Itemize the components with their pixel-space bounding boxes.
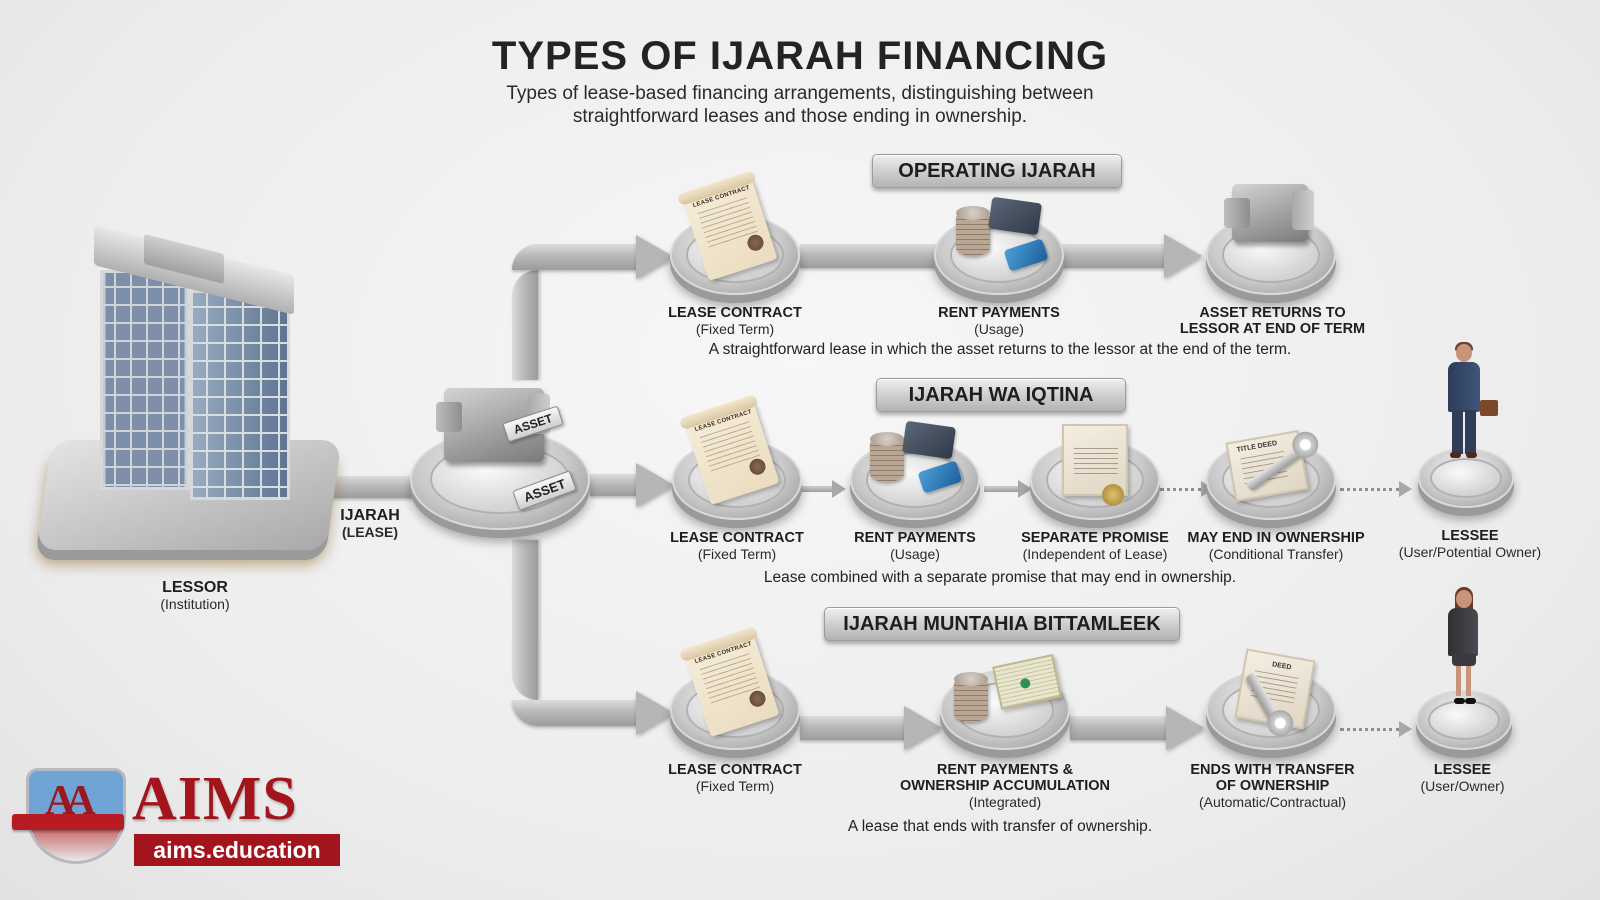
dotted-arrow-row2-step3-to-step4 [1160, 481, 1214, 497]
arrowhead-row1-step3 [1164, 234, 1202, 278]
row2-gold-seal-icon [1102, 484, 1124, 506]
row3-description: A lease that ends with transfer of owner… [847, 818, 1153, 835]
row3-step3-label: ENDS WITH TRANSFER OF OWNERSHIP (Automat… [1190, 762, 1355, 810]
arrowhead-row3-step2 [904, 706, 942, 750]
row1-description: A straightforward lease in which the ass… [708, 341, 1292, 358]
subtitle-line-1: Types of lease-based financing arrangeme… [506, 83, 1094, 104]
row3-lessee-businesswoman-icon [1442, 587, 1486, 710]
track-branch-row1 [512, 244, 640, 270]
row3-step2-label: RENT PAYMENTS & OWNERSHIP ACCUMULATION (… [900, 762, 1110, 810]
row2-lessee-businessman-icon [1442, 342, 1498, 464]
arrowhead-row3-step3 [1166, 706, 1204, 750]
aims-wordmark: AIMS [132, 765, 298, 833]
track-branch-row3 [512, 700, 640, 726]
row2-coins-icon [870, 432, 904, 482]
row1-credit-card-icon [988, 196, 1042, 236]
row1-coins-icon [956, 206, 990, 256]
row2-step3-label: SEPARATE PROMISE (Independent of Lease) [1021, 530, 1169, 562]
row2-step1-label: LEASE CONTRACT (Fixed Term) [670, 530, 804, 562]
track-asset-to-row2 [590, 474, 640, 496]
lessor-label: LESSOR (Institution) [160, 579, 230, 613]
arrowhead-row1 [636, 235, 674, 279]
row3-coins-icon [954, 672, 988, 722]
row1-step2-label: RENT PAYMENTS (Usage) [938, 305, 1060, 337]
track-row1-step2-to-step3 [1060, 244, 1170, 268]
row1-title-plaque: OPERATING IJARAH [872, 154, 1122, 188]
dotted-arrow-row2-step4-to-lessee [1340, 481, 1412, 497]
track-row1-step1-to-step2 [800, 244, 940, 268]
track-row3-step2-to-step3 [1070, 716, 1170, 740]
row2-step5-lessee-label: LESSEE (User/Potential Owner) [1398, 528, 1542, 560]
ijarah-lease-label: IJARAH (LEASE) [340, 507, 400, 541]
subtitle-line-2: straightforward leases and those ending … [572, 106, 1028, 127]
dotted-arrow-row3-step3-to-lessee [1340, 721, 1412, 737]
track-vertical-trunk-lower [512, 540, 538, 700]
row1-step3-label: ASSET RETURNS TO LESSOR AT END OF TERM [1179, 305, 1366, 337]
arrowhead-row2 [636, 463, 674, 507]
aims-url-link[interactable]: aims.education [134, 834, 340, 866]
track-row3-step1-to-step2 [800, 716, 910, 740]
page-title: TYPES OF IJARAH FINANCING [491, 34, 1109, 78]
arrow-row2-step1-to-step2 [800, 480, 846, 498]
row3-step1-label: LEASE CONTRACT (Fixed Term) [668, 762, 802, 794]
row3-step4-lessee-label: LESSEE (User/Owner) [1420, 762, 1505, 794]
arrow-row2-step2-to-step3 [984, 480, 1032, 498]
row2-step4-label: MAY END IN OWNERSHIP (Conditional Transf… [1187, 530, 1365, 562]
row1-returned-asset-machine-icon [1224, 184, 1314, 242]
row2-step2-label: RENT PAYMENTS (Usage) [854, 530, 976, 562]
row3-title-plaque: IJARAH MUNTAHIA BITTAMLEEK [824, 607, 1180, 641]
row2-lessee-pedestal [1418, 448, 1514, 508]
row2-credit-card-icon [902, 420, 956, 460]
row2-description: Lease combined with a separate promise t… [763, 569, 1237, 586]
track-lessor-to-asset [318, 476, 428, 498]
lessor-building-icon [36, 225, 342, 560]
aims-logo[interactable]: AA AIMS aims.education [12, 765, 348, 868]
row1-step1-label: LEASE CONTRACT (Fixed Term) [668, 305, 802, 337]
row3-lessee-pedestal [1416, 690, 1512, 750]
track-vertical-trunk [512, 270, 538, 380]
page-subtitle: Types of lease-based financing arrangeme… [0, 82, 1600, 128]
aims-ribbon-icon [12, 814, 124, 830]
row2-title-plaque: IJARAH WA IQTINA [876, 378, 1126, 412]
arrowhead-row3 [636, 691, 674, 735]
